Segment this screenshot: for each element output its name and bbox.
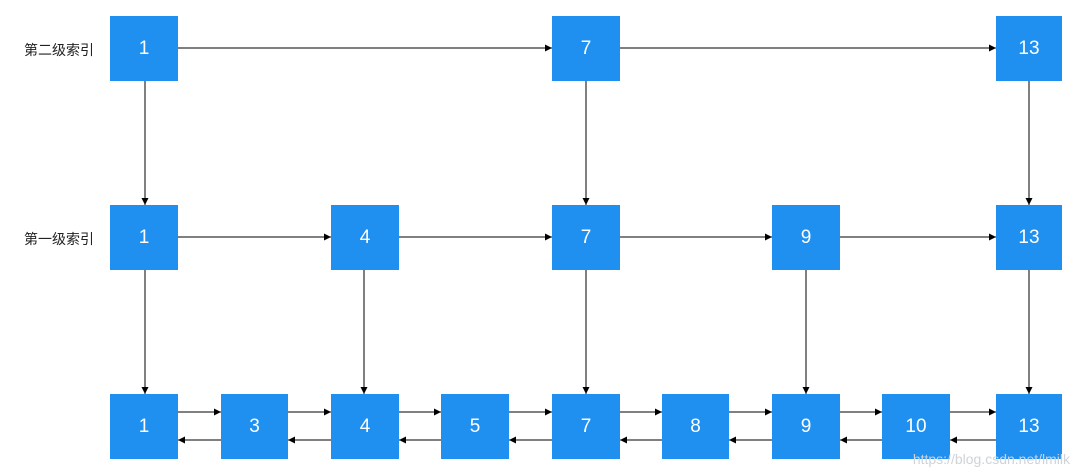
base-node-8: 8 (662, 394, 729, 459)
second-level-index-label: 第二级索引 (24, 43, 94, 59)
base-node-5: 5 (441, 394, 509, 459)
first-level-index-label: 第一级索引 (24, 232, 94, 248)
second-level-node-1: 1 (110, 16, 178, 81)
first-level-node-9: 9 (772, 205, 840, 270)
base-node-9: 9 (772, 394, 840, 459)
base-node-3: 3 (221, 394, 288, 459)
first-level-node-7: 7 (552, 205, 620, 270)
base-node-7: 7 (552, 394, 620, 459)
first-level-node-13: 13 (996, 205, 1062, 270)
base-node-10: 10 (882, 394, 950, 459)
base-node-13: 13 (996, 394, 1062, 459)
second-level-node-13: 13 (996, 16, 1062, 81)
first-level-node-1: 1 (110, 205, 178, 270)
first-level-node-4: 4 (331, 205, 399, 270)
base-node-4: 4 (331, 394, 399, 459)
diagram-edges (141, 44, 1033, 444)
second-level-node-7: 7 (552, 16, 620, 81)
watermark: https://blog.csdn.net/lmilk (912, 451, 1070, 467)
base-node-1: 1 (110, 394, 178, 459)
